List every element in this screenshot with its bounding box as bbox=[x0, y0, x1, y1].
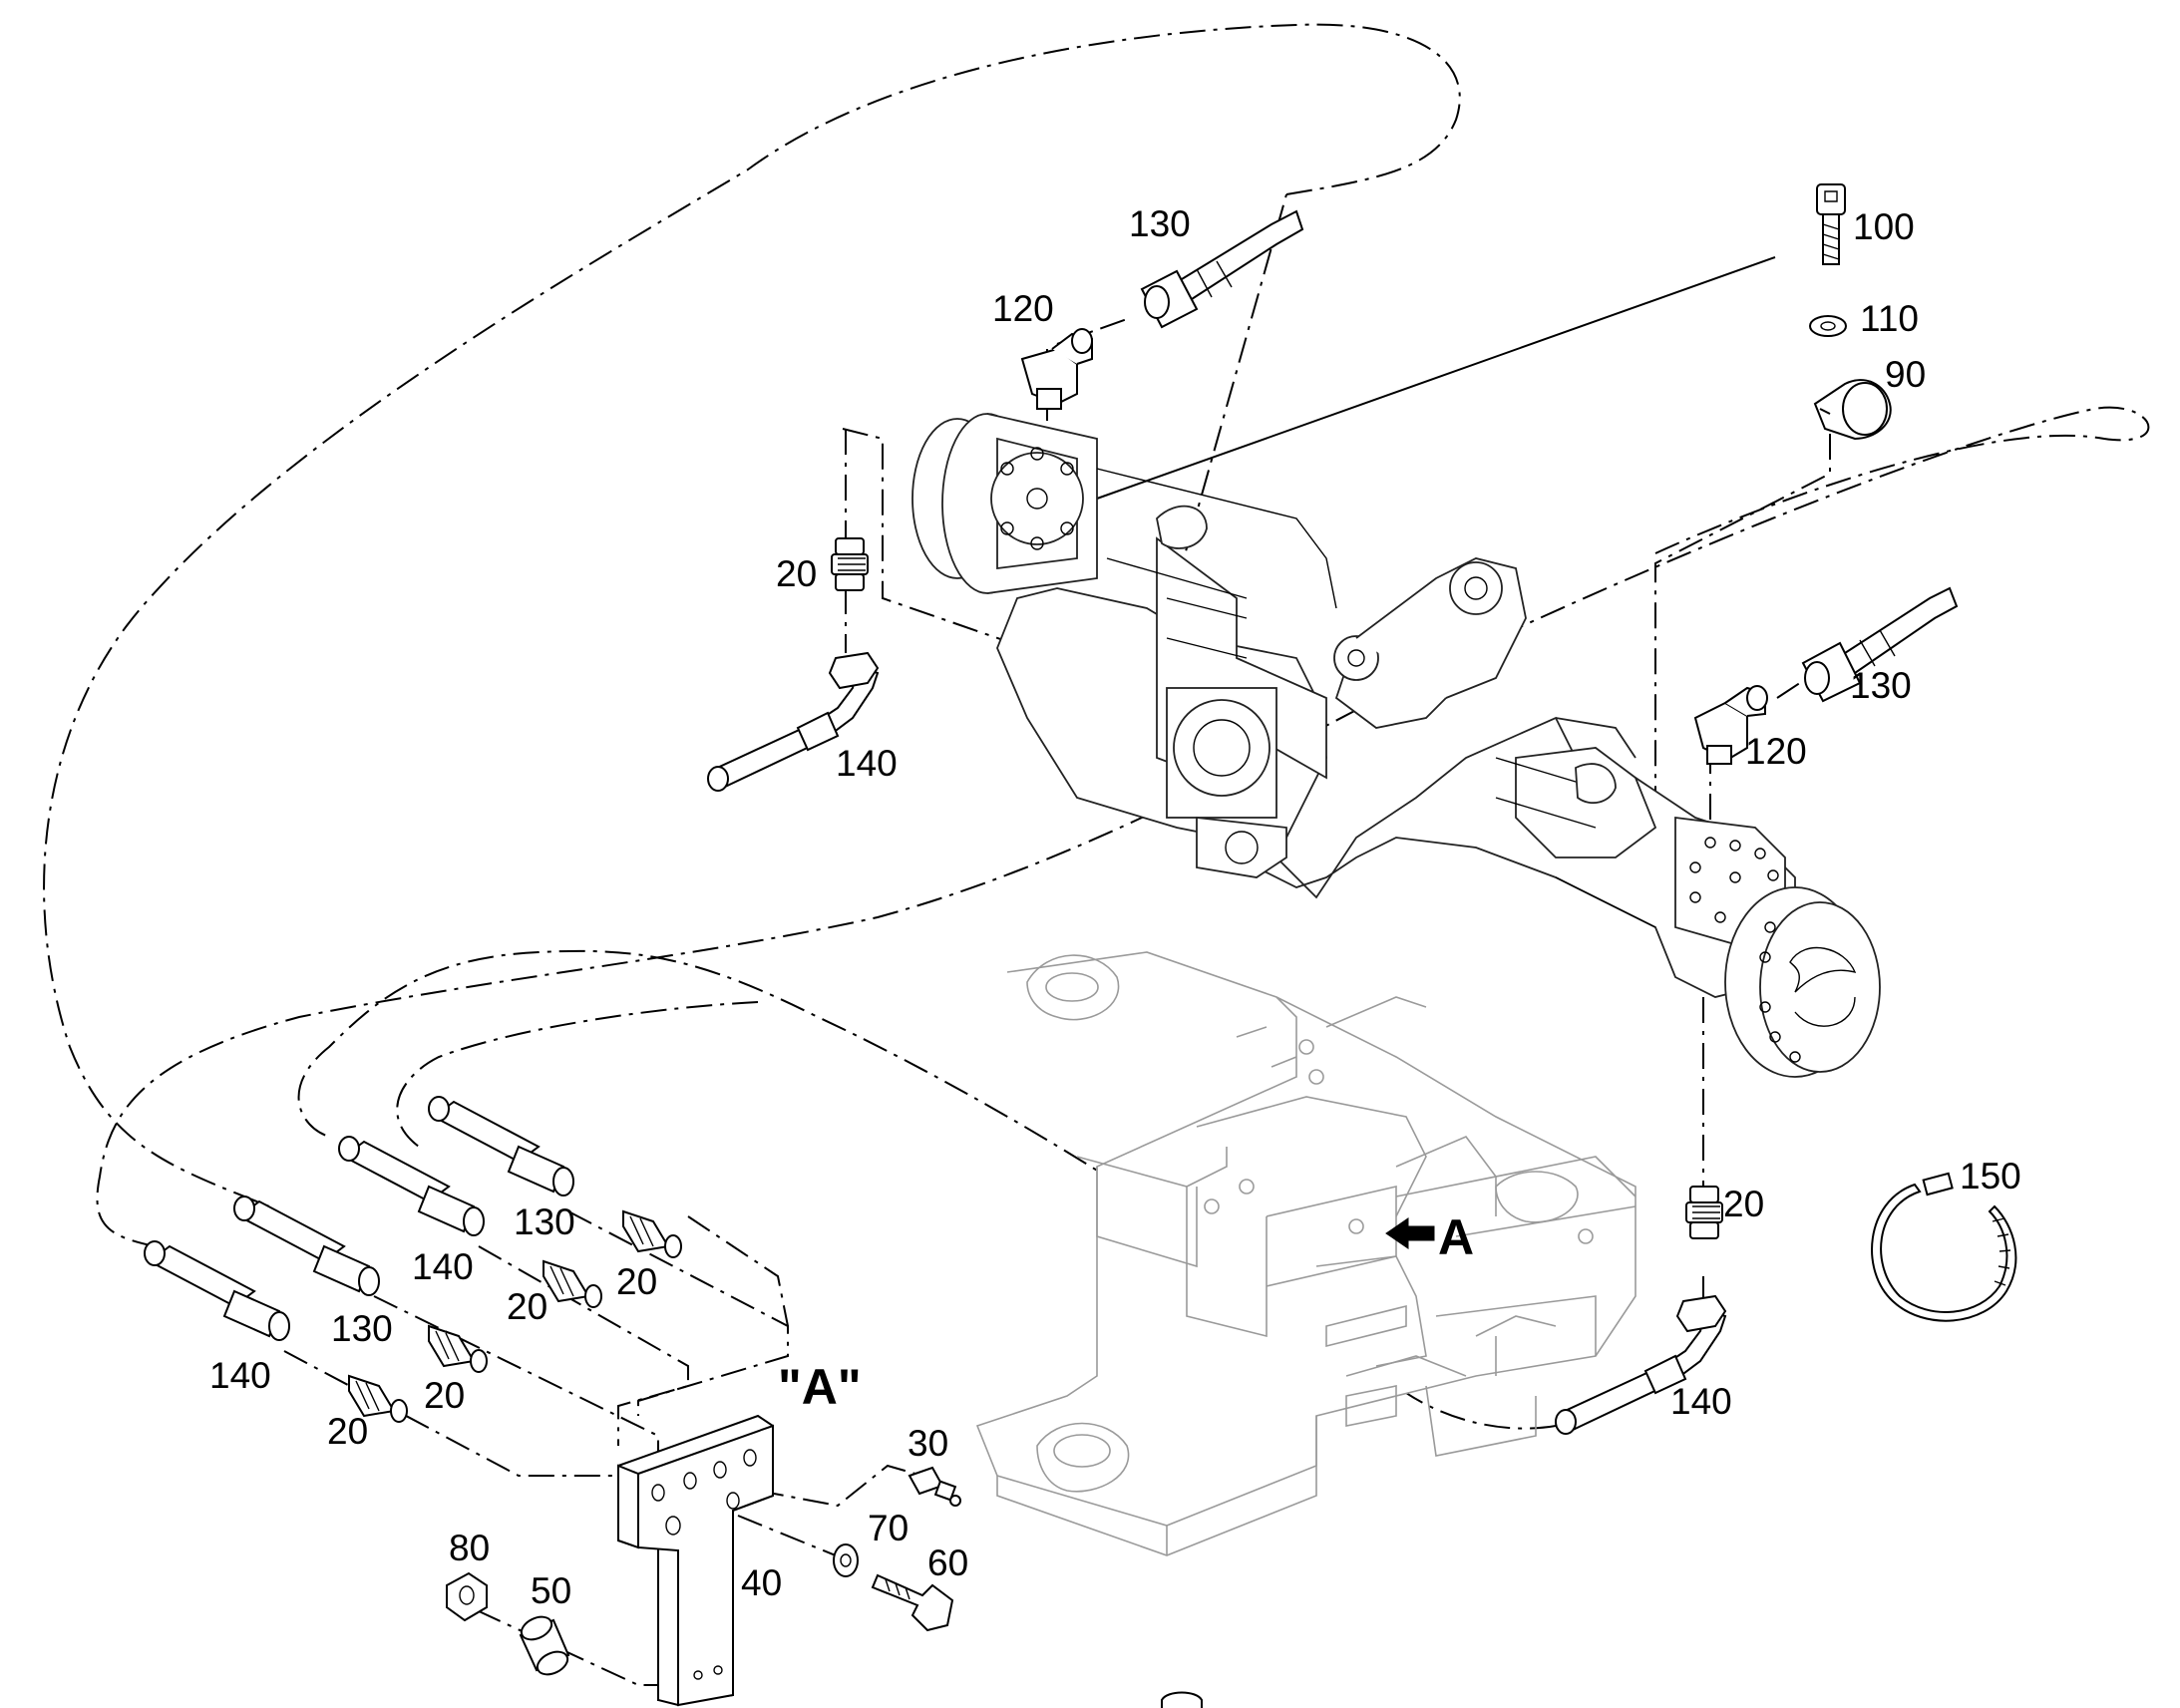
part-50-spacer bbox=[519, 1615, 570, 1676]
part-80-nut bbox=[446, 1571, 488, 1622]
leader-line-100 bbox=[1096, 256, 1776, 500]
callout-30: 30 bbox=[908, 1423, 948, 1464]
callout-20-lower-a: 20 bbox=[616, 1261, 657, 1302]
part-70-washer bbox=[833, 1543, 859, 1577]
bottom-cap bbox=[1161, 1691, 1203, 1708]
callout-20-upper: 20 bbox=[776, 553, 817, 594]
callout-130-right: 130 bbox=[1850, 665, 1912, 706]
part-30-fitting bbox=[908, 1466, 961, 1507]
part-20-adapter-upper bbox=[831, 537, 869, 591]
callout-labels: 130 120 100 110 90 20 140 130 120 150 20… bbox=[209, 203, 2021, 1611]
part-20-adapter-right bbox=[1685, 1186, 1723, 1239]
view-arrow-label: A bbox=[1438, 1209, 1474, 1265]
callout-70: 70 bbox=[868, 1508, 908, 1548]
part-60-bolt bbox=[871, 1573, 954, 1632]
callout-90: 90 bbox=[1885, 354, 1926, 395]
callout-120-right: 120 bbox=[1745, 731, 1807, 772]
callout-50: 50 bbox=[531, 1570, 571, 1611]
callout-140-lower-b: 140 bbox=[209, 1355, 271, 1396]
callout-130-lower-a: 130 bbox=[514, 1201, 575, 1242]
axle-assembly bbox=[911, 413, 1881, 1078]
callout-110: 110 bbox=[1860, 298, 1919, 339]
callout-20-right: 20 bbox=[1723, 1184, 1764, 1224]
part-150-hose-clamp bbox=[1871, 1172, 2017, 1322]
callout-120-upper: 120 bbox=[992, 288, 1054, 329]
callout-20-lower-b: 20 bbox=[507, 1286, 547, 1327]
callout-130-upper: 130 bbox=[1129, 203, 1191, 244]
lower-hose-set bbox=[144, 1096, 574, 1341]
part-140-hose-right bbox=[1555, 1294, 1727, 1435]
view-arrow bbox=[1385, 1217, 1435, 1249]
detail-view-label: "A" bbox=[778, 1359, 862, 1415]
part-130-hose-upper bbox=[1140, 209, 1304, 329]
lower-adapters-20 bbox=[348, 1209, 682, 1423]
loader-frame bbox=[975, 951, 1636, 1556]
callout-100: 100 bbox=[1853, 206, 1915, 247]
part-130-hose-lower-a bbox=[428, 1096, 574, 1196]
part-20-adapter-lower-d bbox=[348, 1374, 408, 1423]
part-130-hose-lower-b bbox=[233, 1196, 380, 1296]
part-20-adapter-lower-c bbox=[428, 1324, 488, 1373]
part-20-adapter-lower-a bbox=[622, 1209, 682, 1258]
callout-130-lower-b: 130 bbox=[331, 1308, 393, 1349]
callout-60: 60 bbox=[927, 1542, 968, 1583]
part-140-hose-left bbox=[707, 651, 880, 792]
callout-40: 40 bbox=[741, 1562, 782, 1603]
part-140-hose-lower-b bbox=[144, 1240, 290, 1341]
part-100-bolt bbox=[1816, 183, 1846, 265]
callout-150: 150 bbox=[1960, 1156, 2021, 1196]
callout-20-lower-d: 20 bbox=[327, 1411, 368, 1452]
callout-140-left: 140 bbox=[836, 743, 898, 784]
part-140-hose-lower-a bbox=[338, 1136, 485, 1236]
callout-80: 80 bbox=[449, 1528, 490, 1568]
callout-140-lower-a: 140 bbox=[412, 1246, 474, 1287]
part-120-elbow-fitting-right bbox=[1693, 685, 1768, 765]
part-120-elbow-fitting-upper bbox=[1020, 328, 1093, 410]
callout-20-lower-c: 20 bbox=[424, 1375, 465, 1416]
part-110-washer bbox=[1809, 315, 1847, 337]
callout-140-right: 140 bbox=[1670, 1381, 1732, 1422]
part-20-adapter-lower-b bbox=[543, 1259, 602, 1308]
part-90-clamp bbox=[1813, 379, 1892, 441]
part-130-hose-right bbox=[1801, 586, 1959, 703]
part-40-bracket bbox=[617, 1414, 774, 1707]
